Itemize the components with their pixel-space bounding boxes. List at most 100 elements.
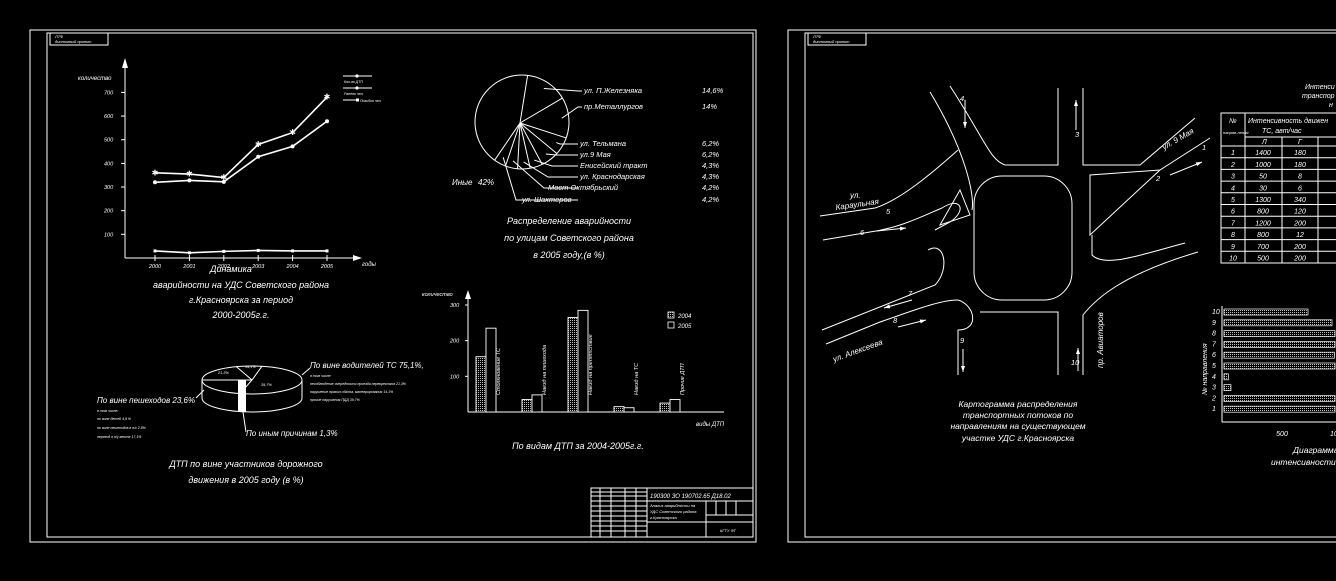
pie3d-slice-3: 39,7% — [261, 383, 272, 387]
pie3d-title-2: движения в 2005 году (в %) — [188, 475, 303, 485]
y-axis-arrow-icon — [122, 58, 128, 68]
sheet2-outer-frame — [787, 29, 1336, 543]
hbar-category-label: 2 — [1211, 395, 1216, 402]
line-chart-title-1: Динамика — [209, 264, 252, 274]
bar-2005 — [485, 327, 497, 413]
flow-number-6: 6 — [860, 228, 865, 237]
bar-category-label: Наезд на ТС — [634, 363, 640, 395]
pie-label-pct: 4,3% — [702, 172, 719, 181]
line-chart-title-4: 2000-2005г.г. — [212, 310, 270, 320]
hbar-bar — [1223, 351, 1335, 359]
line-chart-title-3: г.Красноярска за период — [189, 295, 293, 305]
line-point — [221, 179, 226, 184]
bar-2004 — [659, 402, 671, 413]
line-point — [187, 178, 192, 183]
pie-label-pct: 4,2% — [702, 183, 719, 192]
line-ytick-label: 500 — [104, 138, 114, 144]
table-cell-l: 500 — [1257, 256, 1269, 263]
table-cell-no: 8 — [1231, 232, 1235, 239]
bar-chart-xlabel: виды ДТП — [696, 422, 725, 428]
table-cell-l: 30 — [1259, 185, 1267, 192]
titleblock-org: КГТУ ФТ — [720, 528, 737, 533]
pie-slice-edge — [505, 122, 521, 167]
line-point — [325, 119, 329, 124]
cartogram-caption-1: Картограмма распределения — [959, 399, 1078, 409]
flow-number-8: 8 — [893, 316, 898, 325]
pie-label-pct: 14,6% — [702, 86, 724, 95]
pie-label-pct: 4,3% — [702, 161, 719, 170]
road-edge — [929, 91, 973, 211]
hbar-bar — [1223, 308, 1309, 316]
pie-label-pct: 14% — [702, 102, 717, 111]
street-karaul-1: ул. — [849, 191, 861, 200]
table-title-2: транспор — [1302, 93, 1335, 100]
table-cell-l: 1400 — [1255, 150, 1271, 157]
line-point — [325, 249, 329, 253]
table-h-int-1: Интенсивность движен — [1248, 117, 1328, 125]
sheet2-stamp-line1: ЛТФ — [812, 34, 822, 39]
pie3d-right-note-3: нарушение правил обгона, маневрирования … — [310, 390, 393, 394]
pie-label: ул. Тельмана — [579, 139, 626, 148]
hbar-category-label: 7 — [1212, 341, 1217, 348]
table-cell-g: 200 — [1293, 256, 1306, 263]
line-point: ✱ — [324, 93, 331, 102]
pie-slice-edge — [494, 122, 521, 161]
line-xtick-label: 2004 — [285, 264, 298, 270]
flow-arrowhead-icon — [961, 366, 965, 372]
pie-slice-edge — [519, 75, 529, 124]
line-point — [153, 180, 157, 185]
pie-slice-edge — [519, 122, 543, 165]
line-chart-legend: Кол-во ДТП Ранено чел. Погибло чел. — [343, 74, 382, 103]
hbar-category-label: 3 — [1212, 385, 1216, 392]
sheet2-inner-frame — [804, 32, 1336, 538]
pie-leader-line — [534, 159, 578, 167]
line-point: ✱ — [220, 173, 227, 182]
pie-label: Мост Октябрьский — [548, 183, 619, 192]
line-series-2 — [154, 120, 328, 184]
table-cell-no: 3 — [1231, 174, 1235, 181]
pie-label-pct: 6,2% — [702, 139, 719, 148]
pie-leader-line — [512, 160, 578, 189]
table-cell-no: 5 — [1231, 197, 1235, 204]
line-ytick-label: 400 — [104, 161, 114, 167]
table-col-g: Г — [1298, 139, 1303, 146]
table-cell-no: 9 — [1231, 244, 1235, 251]
table-cell-l: 800 — [1257, 209, 1269, 216]
line-xtick-label: 2002 — [217, 264, 230, 270]
table-cell-l: 800 — [1257, 232, 1269, 239]
line-series-1 — [154, 96, 328, 179]
hbar-category-label: 5 — [1212, 363, 1216, 370]
table-cell-no: 7 — [1231, 220, 1236, 227]
pie3d-side — [201, 380, 303, 413]
pie-label: ул. П.Железняка — [583, 86, 642, 95]
line-ytick-label: 200 — [103, 209, 114, 215]
hbar-category-label: 4 — [1212, 374, 1216, 381]
pie-slice-edge — [519, 97, 563, 124]
pie-slice-edge — [517, 122, 521, 169]
intersection-map: ул. 9 Мая ул. Караульная ул. Алексеева п… — [819, 85, 1211, 443]
line-point — [256, 154, 261, 159]
table-cell-g: 340 — [1294, 197, 1306, 204]
table-cell-g: 180 — [1294, 162, 1306, 169]
line-point: ✱ — [289, 128, 296, 137]
table-cell-no: 4 — [1231, 185, 1235, 192]
street-alekseev: ул. Алексеева — [831, 337, 885, 364]
flow-arrowhead-icon — [1076, 348, 1080, 354]
line-ytick-label: 100 — [104, 232, 114, 238]
table-h-dir: направ-ления — [1223, 130, 1249, 135]
hbar-category-label: 9 — [1212, 320, 1216, 327]
bar-category-label: Столкновение ТС — [496, 348, 502, 395]
table-title-3: н — [1329, 102, 1333, 109]
line-chart-xlabel: годы — [362, 262, 377, 268]
pie-leader-line — [556, 142, 578, 145]
pie3d-left-note-3: по вине пешеходов в н/с 2,8% — [97, 426, 146, 430]
table-cell-g: 200 — [1293, 220, 1306, 227]
pie-label-pct: 4,2% — [702, 195, 719, 204]
cartogram-caption-4: участке УДС г.Красноярска — [961, 433, 1074, 443]
line-series-3 — [154, 249, 327, 254]
flow-number-5: 5 — [886, 207, 891, 216]
bar-chart-ylabel: количество — [422, 292, 453, 298]
line-point — [222, 249, 226, 253]
